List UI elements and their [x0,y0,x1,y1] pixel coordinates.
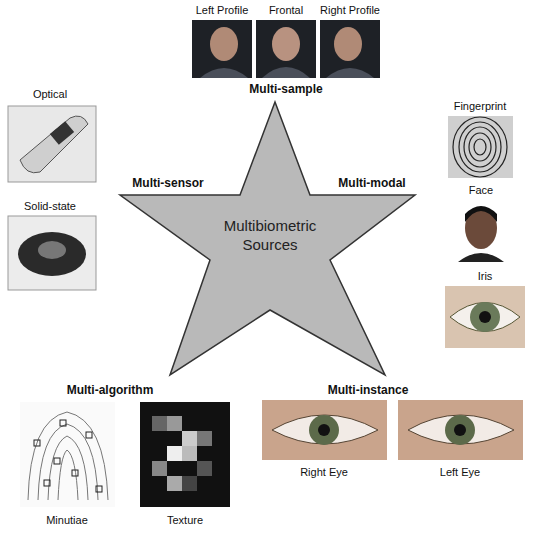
eye-images [262,400,523,460]
image-caption: Left Profile [196,4,249,17]
iris-image [445,286,525,348]
minutiae-image [20,402,115,507]
image-caption: Face [469,184,493,197]
image-caption: Fingerprint [454,100,507,113]
category-label: Multi-sample [249,82,322,96]
category-label: Multi-algorithm [67,383,154,397]
image-caption: Solid-state [24,200,76,213]
solid-state-sensor [8,216,96,290]
face-image [450,200,512,262]
category-label: Multi-modal [338,176,405,190]
image-caption: Minutiae [46,514,88,527]
face-photos [192,20,380,78]
image-caption: Right Eye [300,466,348,479]
image-caption: Iris [478,270,493,283]
image-caption: Left Eye [440,466,480,479]
image-caption: Frontal [269,4,303,17]
category-label: Multi-instance [328,383,409,397]
image-caption: Optical [33,88,67,101]
star-text: Multibiometric Sources [214,216,326,254]
optical-sensor [8,106,96,182]
star-node: Multibiometric Sources [115,100,420,378]
fingerprint-image [448,116,513,178]
category-label: Multi-sensor [132,176,203,190]
image-caption: Texture [167,514,203,527]
image-caption: Right Profile [320,4,380,17]
texture-image [140,402,230,507]
